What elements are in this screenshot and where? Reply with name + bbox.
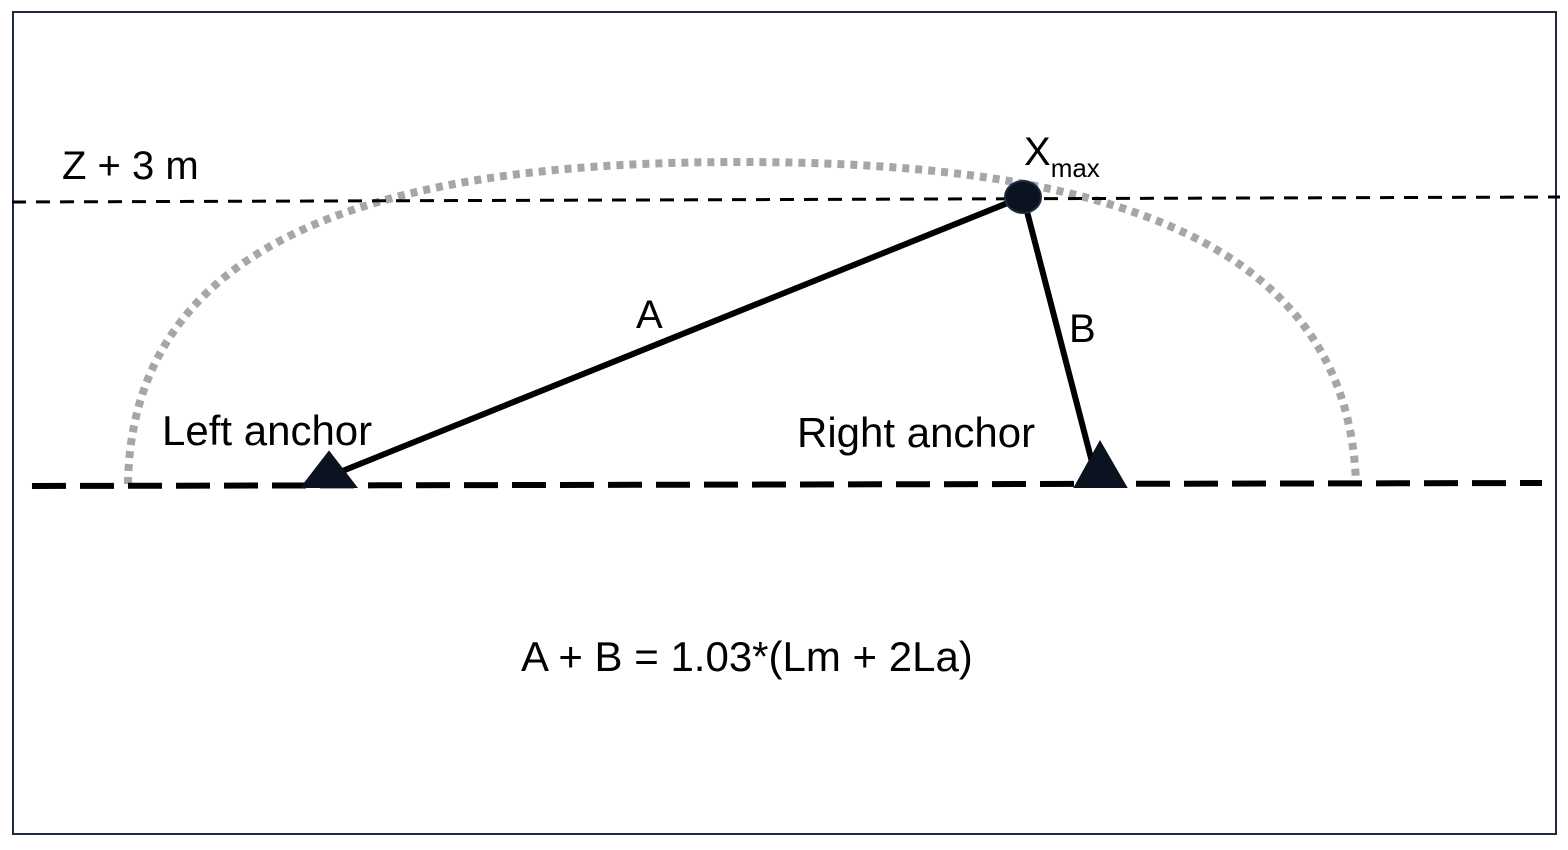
segment-a-line	[328, 195, 1022, 479]
xmax-label: Xmax	[1024, 130, 1100, 181]
segment-b-label: B	[1069, 307, 1096, 351]
diagram-frame	[12, 11, 1557, 835]
left-anchor-marker	[299, 450, 359, 488]
right-anchor-label: Right anchor	[797, 409, 1036, 456]
xmax-point	[1004, 180, 1042, 214]
segment-a-label: A	[636, 293, 663, 337]
right-anchor-marker	[1073, 439, 1128, 488]
left-anchor-label: Left anchor	[162, 407, 373, 454]
length-equation: A + B = 1.03*(Lm + 2La)	[521, 633, 973, 680]
xmax-subscript: max	[1050, 153, 1100, 183]
segment-b-line	[1021, 199, 1095, 463]
ground-line	[31, 480, 1543, 489]
xmax-main-text: X	[1024, 130, 1051, 174]
z-plus-3m-line	[11, 195, 1561, 204]
excursion-arc	[124, 157, 1360, 485]
z-line-label: Z + 3 m	[62, 144, 199, 188]
